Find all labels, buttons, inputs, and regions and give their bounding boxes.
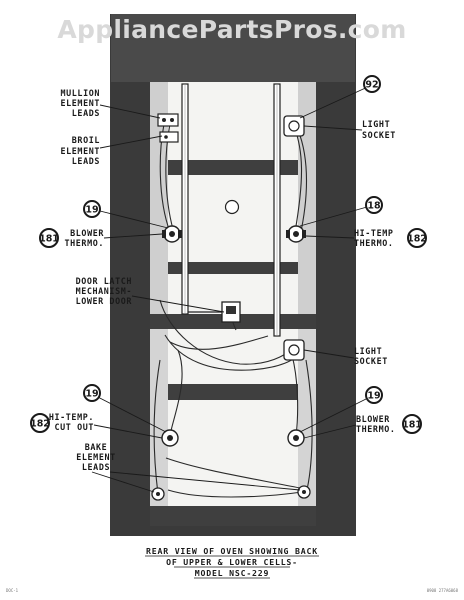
- callout-181-left: 181: [39, 228, 59, 248]
- svg-text:18: 18: [367, 201, 381, 212]
- svg-text:BROIL: BROIL: [72, 135, 100, 145]
- broil-terminal: [159, 131, 179, 143]
- svg-text:SOCKET: SOCKET: [354, 356, 388, 366]
- svg-text:ELEMENT: ELEMENT: [76, 452, 116, 462]
- svg-text:MULLION: MULLION: [61, 88, 101, 98]
- footer-right-code: 0908 277A6068: [427, 588, 459, 593]
- door-latch-mechanism: [188, 301, 241, 323]
- svg-text:LIGHT: LIGHT: [354, 346, 382, 356]
- svg-text:ELEMENT: ELEMENT: [61, 146, 101, 156]
- svg-text:DOOR LATCH: DOOR LATCH: [76, 276, 132, 286]
- label-light-socket-top: LIGHT SOCKET: [362, 119, 396, 140]
- svg-text:181: 181: [39, 234, 59, 245]
- svg-text:LEADS: LEADS: [72, 156, 100, 166]
- svg-text:LEADS: LEADS: [82, 462, 110, 472]
- svg-text:LOWER DOOR: LOWER DOOR: [76, 296, 133, 306]
- callout-182-left-lower: 182: [30, 413, 50, 433]
- svg-text:LEADS: LEADS: [72, 108, 100, 118]
- callouts: 92 19 18 181 182 19 19 182: [30, 75, 427, 434]
- svg-text:ELEMENT: ELEMENT: [61, 98, 101, 108]
- label-mullion-element-leads: MULLION ELEMENT LEADS: [61, 88, 101, 118]
- bottom-bar: [150, 506, 316, 526]
- label-door-latch: DOOR LATCH MECHANISM- LOWER DOOR: [76, 276, 133, 306]
- callout-18-right-upper: 18: [365, 196, 383, 214]
- bake-terminal-right: [297, 485, 311, 499]
- mid-cross-bar: [150, 262, 316, 274]
- svg-text:182: 182: [407, 234, 427, 245]
- figure-caption: REAR VIEW OF OVEN SHOWING BACK OF UPPER …: [145, 546, 319, 579]
- blower-thermostat-lower: [287, 429, 305, 447]
- bake-terminal-left: [151, 487, 165, 501]
- svg-text:MODEL NSC-229: MODEL NSC-229: [195, 568, 269, 578]
- vent-hole: [224, 199, 240, 215]
- vertical-support-rods: [181, 83, 281, 337]
- svg-text:HI-TEMP: HI-TEMP: [354, 228, 394, 238]
- callout-92: 92: [363, 75, 381, 93]
- svg-text:BAKE: BAKE: [85, 442, 108, 452]
- part-labels: MULLION ELEMENT LEADS BROIL ELEMENT LEAD…: [49, 88, 396, 472]
- label-blower-thermo-right: BLOWER THERMO.: [356, 414, 396, 434]
- svg-text:92: 92: [365, 80, 378, 91]
- svg-text:19: 19: [85, 205, 98, 216]
- right-side-strip-upper: [298, 82, 316, 314]
- svg-text:LIGHT: LIGHT: [362, 119, 390, 129]
- label-blower-thermo-left: BLOWER THERMO.: [65, 228, 105, 248]
- callout-181-right-lower: 181: [402, 414, 422, 434]
- svg-text:OF UPPER & LOWER CELLS-: OF UPPER & LOWER CELLS-: [166, 557, 298, 567]
- svg-text:REAR VIEW OF OVEN SHOWING BACK: REAR VIEW OF OVEN SHOWING BACK: [146, 546, 318, 556]
- svg-text:THERMO.: THERMO.: [356, 424, 396, 434]
- mullion-terminal: [157, 113, 179, 127]
- svg-text:181: 181: [402, 420, 422, 431]
- svg-text:19: 19: [367, 391, 380, 402]
- left-side-strip-lower: [150, 329, 168, 506]
- label-light-socket-bottom: LIGHT SOCKET: [354, 346, 388, 366]
- svg-text:BLOWER: BLOWER: [70, 228, 104, 238]
- svg-text:THERMO.: THERMO.: [354, 238, 394, 248]
- svg-text:BLOWER: BLOWER: [356, 414, 390, 424]
- callout-19-right-lower: 19: [365, 386, 383, 404]
- label-broil-element-leads: BROIL ELEMENT LEADS: [61, 135, 101, 166]
- label-bake-element-leads: BAKE ELEMENT LEADS: [76, 442, 116, 472]
- leader-lines: [91, 84, 375, 493]
- light-socket-upper: [283, 115, 305, 137]
- svg-text:19: 19: [85, 389, 98, 400]
- svg-text:182: 182: [30, 419, 50, 430]
- callout-19-left-lower: 19: [83, 384, 101, 402]
- watermark-text: AppliancePartsPros.com: [57, 15, 406, 44]
- callout-182-right: 182: [407, 228, 427, 248]
- svg-text:THERMO.: THERMO.: [65, 238, 105, 248]
- blower-thermostat-upper: [162, 225, 182, 243]
- right-side-strip-lower: [298, 329, 316, 506]
- svg-text:MECHANISM-: MECHANISM-: [76, 286, 132, 296]
- svg-text:CUT OUT: CUT OUT: [55, 422, 95, 432]
- hi-temp-cutout-component: [161, 429, 179, 447]
- label-hi-temp-cutout: HI-TEMP. CUT OUT: [49, 412, 94, 432]
- lower-cross-bar: [150, 384, 316, 400]
- top-header-panel: [111, 14, 355, 82]
- hi-temp-thermostat: [286, 225, 306, 243]
- upper-cross-bar: [150, 160, 316, 175]
- svg-text:SOCKET: SOCKET: [362, 130, 396, 140]
- callout-19-left-upper: 19: [83, 200, 101, 218]
- footer-left-code: DOC-1: [6, 588, 19, 593]
- label-hi-temp-thermo: HI-TEMP THERMO.: [354, 228, 394, 248]
- light-socket-lower: [283, 339, 305, 361]
- svg-text:HI-TEMP.: HI-TEMP.: [49, 412, 94, 422]
